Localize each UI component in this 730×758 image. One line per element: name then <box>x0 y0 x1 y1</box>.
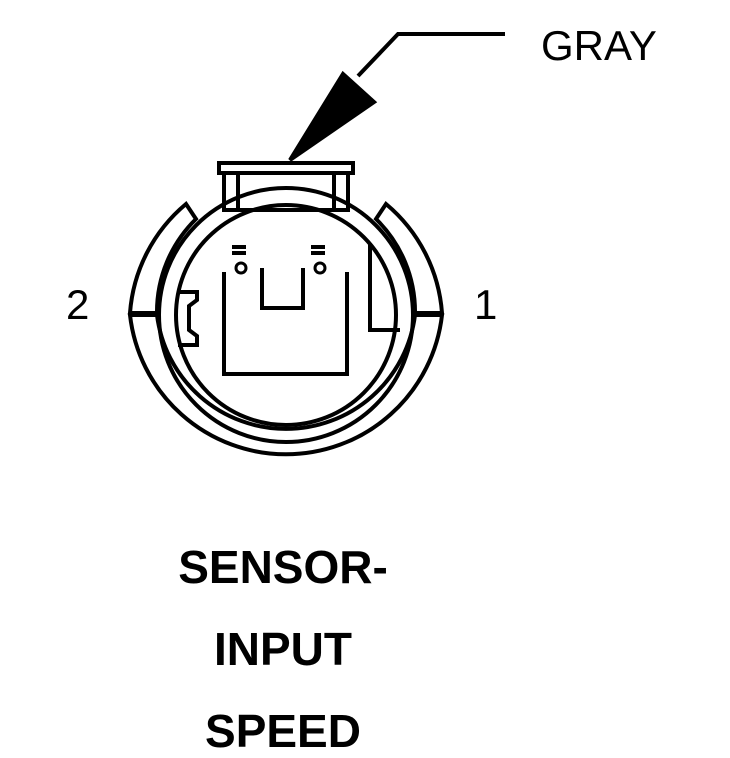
callout-arrowhead <box>288 70 378 162</box>
caption-line-2: INPUT <box>214 623 352 675</box>
outer-shell-upper-left <box>127 201 199 315</box>
right-key-block <box>368 243 400 332</box>
terminal-divider <box>260 268 305 310</box>
inner-housing-ring <box>157 186 415 444</box>
terminal-mark-right-lower <box>311 251 325 255</box>
outer-shell-upper-right <box>373 201 445 315</box>
caption-line-1: SENSOR- <box>178 541 388 593</box>
callout-leader-line <box>356 32 505 78</box>
terminal-mark-left-lower <box>232 251 246 255</box>
terminal-pin-right <box>313 261 327 275</box>
terminal-pin-left <box>234 261 248 275</box>
caption-line-3: SPEED <box>205 705 361 757</box>
terminal-mark-right-upper <box>311 245 325 249</box>
pin-1-label: 1 <box>474 281 498 328</box>
locking-tab-top <box>217 161 355 175</box>
pin-2-label: 2 <box>66 281 90 328</box>
outer-shell-lower <box>127 313 445 457</box>
terminal-cavity <box>222 272 349 376</box>
left-keyway <box>178 290 199 347</box>
inner-housing-face <box>174 203 398 427</box>
wire-color-label: GRAY <box>541 22 657 69</box>
locking-tab-body <box>222 173 350 212</box>
terminal-mark-left-upper <box>232 245 246 249</box>
